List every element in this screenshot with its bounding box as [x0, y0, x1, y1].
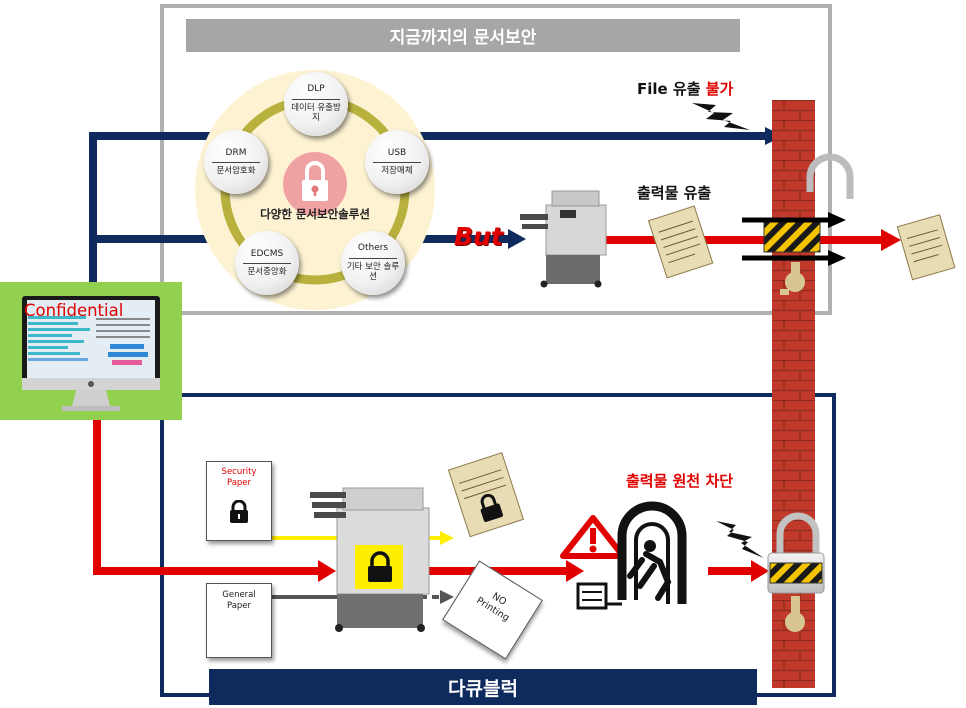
solutions-center-label: 다양한 문서보안솔루션	[260, 207, 370, 221]
printer-bottom	[310, 487, 430, 632]
but-label: But	[454, 222, 503, 251]
security-paper: Security Paper	[206, 461, 272, 541]
print-block-label: 출력물 원천 차단	[626, 472, 734, 490]
solution-usb-title: USB	[387, 147, 407, 158]
solution-others-desc: 기타 보안 솔루션	[346, 262, 400, 283]
divider	[243, 263, 291, 265]
solution-edcms-desc: 문서중앙화	[247, 267, 287, 278]
solution-dlp-desc: 데이터 유출방지	[291, 103, 341, 124]
print-leak-label: 출력물 유출	[637, 184, 712, 202]
file-leak-impossible-text: 불가	[705, 80, 734, 98]
solution-others: Others 기타 보안 솔루션	[341, 231, 405, 295]
security-paper-label: Security Paper	[221, 467, 257, 488]
solution-dlp-title: DLP	[307, 84, 325, 95]
solution-dlp: DLP 데이터 유출방지	[284, 72, 348, 136]
warning-triangle-icon	[560, 515, 626, 559]
solution-others-title: Others	[357, 243, 389, 254]
solution-usb-desc: 저장매체	[381, 166, 413, 177]
divider	[292, 99, 340, 101]
lightning-icon-top	[692, 103, 750, 130]
bypass-arrowhead-1	[828, 212, 846, 228]
general-paper-arrowhead	[440, 590, 454, 604]
confidential-label: Confidential	[24, 301, 124, 320]
lightning-icon-bottom	[716, 521, 764, 558]
print-arrowhead-4	[881, 229, 901, 251]
file-leak-text: File 유출	[637, 80, 706, 98]
security-paper-arrowhead	[440, 531, 454, 545]
monitor-icon	[22, 296, 160, 411]
center-lock-icon	[302, 161, 328, 201]
printer-top	[520, 190, 607, 288]
unlocked-padlock-icon	[763, 153, 854, 295]
general-paper: General Paper	[206, 583, 272, 658]
but-arrowhead	[508, 229, 526, 249]
divider	[349, 258, 397, 260]
general-paper-label: General Paper	[222, 590, 256, 611]
bypass-arrowhead-2	[828, 250, 846, 266]
bypass-arrows	[742, 217, 832, 261]
print-arrowhead-2	[566, 560, 584, 582]
leaked-document-icon	[647, 205, 714, 279]
locked-padlock-icon	[767, 512, 825, 632]
solution-drm-title: DRM	[225, 147, 247, 158]
solution-drm: DRM 문서암호화	[204, 130, 268, 194]
solution-drm-desc: 문서암호화	[216, 166, 256, 177]
leaked-document-outside-icon	[896, 214, 956, 281]
file-leak-label: File 유출 불가	[637, 78, 733, 99]
print-arrowhead-1	[318, 560, 336, 582]
print-flow-lines	[93, 236, 885, 575]
divider	[212, 162, 260, 164]
solution-edcms-title: EDCMS	[250, 248, 284, 259]
top-section-title: 지금까지의 문서보안	[186, 19, 740, 52]
solution-edcms: EDCMS 문서중앙화	[235, 231, 299, 295]
security-gate-icon	[576, 501, 687, 610]
secure-document-icon	[447, 452, 525, 538]
solution-usb: USB 저장매체	[365, 130, 429, 194]
lock-icon	[230, 499, 248, 524]
bottom-section-title: 다큐블럭	[209, 669, 757, 705]
divider	[373, 162, 421, 164]
print-arrowhead-3	[751, 560, 769, 582]
